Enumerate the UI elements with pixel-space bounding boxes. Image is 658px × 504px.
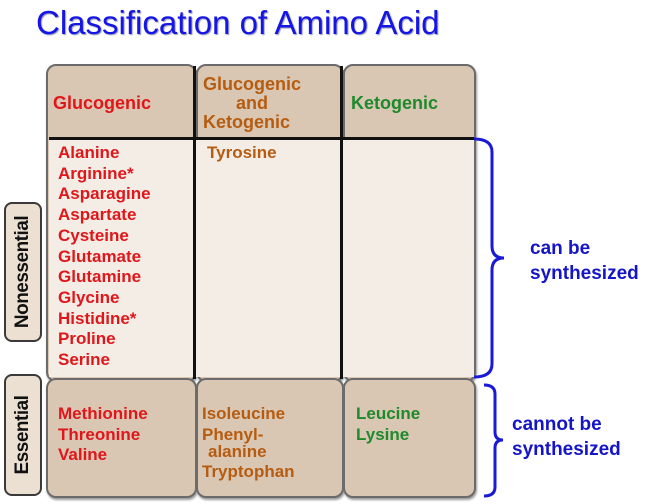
list-item: Lysine	[356, 424, 410, 444]
list-item: Threonine	[58, 424, 141, 444]
list-item: Tryptophan	[202, 462, 295, 482]
list-item: alanine	[208, 442, 267, 462]
column-divider-2	[340, 66, 343, 379]
list-item: Cysteine	[58, 225, 129, 245]
list-item: Serine	[58, 350, 110, 370]
header-divider	[49, 137, 474, 140]
list-item: Asparagine	[58, 184, 151, 204]
essential-both-list: Isoleucine Phenyl- alanine Tryptophan	[202, 404, 295, 483]
header-both-line3: Ketogenic	[203, 112, 291, 132]
panel-ketogenic-bottom	[343, 378, 476, 498]
page-title: Classification of Amino Acid	[36, 4, 440, 41]
essential-glucogenic-list: Methionine Threonine Valine	[58, 404, 148, 466]
list-item: Arginine*	[58, 163, 134, 183]
list-item: Valine	[58, 445, 108, 465]
column-divider-1	[193, 66, 196, 379]
note-cannot-be-synthesized: cannot be synthesized	[512, 412, 621, 462]
header-both-line1: Glucogenic	[203, 74, 302, 94]
list-item: Tyrosine	[207, 143, 277, 162]
note-line: can be	[530, 238, 591, 259]
row-label-nonessential: Nonessential	[4, 202, 42, 342]
list-item: Leucine	[356, 404, 421, 423]
nonessential-area	[49, 140, 474, 377]
header-both-line2: and	[236, 93, 269, 113]
row-label-essential: Essential	[4, 374, 42, 496]
list-item: Histidine*	[58, 308, 137, 328]
note-line: synthesized	[530, 263, 639, 284]
list-item: Glycine	[58, 287, 120, 307]
note-line: synthesized	[512, 439, 621, 460]
list-item: Isoleucine	[202, 404, 286, 423]
list-item: Glutamine	[58, 267, 142, 287]
panel-glucogenic-bottom	[46, 378, 197, 498]
list-item: Glutamate	[58, 246, 142, 266]
header-glucogenic: Glucogenic	[53, 93, 152, 113]
header-ketogenic: Ketogenic	[351, 93, 439, 113]
list-item: Methionine	[58, 404, 148, 423]
note-line: cannot be	[512, 414, 602, 435]
list-item: Phenyl-	[202, 424, 264, 444]
note-can-be-synthesized: can be synthesized	[530, 236, 639, 286]
list-item: Aspartate	[58, 205, 137, 225]
nonessential-both-list: Tyrosine	[207, 143, 277, 164]
list-item: Proline	[58, 329, 116, 349]
essential-ketogenic-list: Leucine Lysine	[356, 404, 420, 445]
nonessential-glucogenic-list: Alanine Arginine* Asparagine Aspartate C…	[58, 143, 151, 371]
list-item: Alanine	[58, 143, 120, 162]
brace-cannot-be-synthesized	[483, 383, 504, 498]
brace-can-be-synthesized	[473, 137, 505, 379]
